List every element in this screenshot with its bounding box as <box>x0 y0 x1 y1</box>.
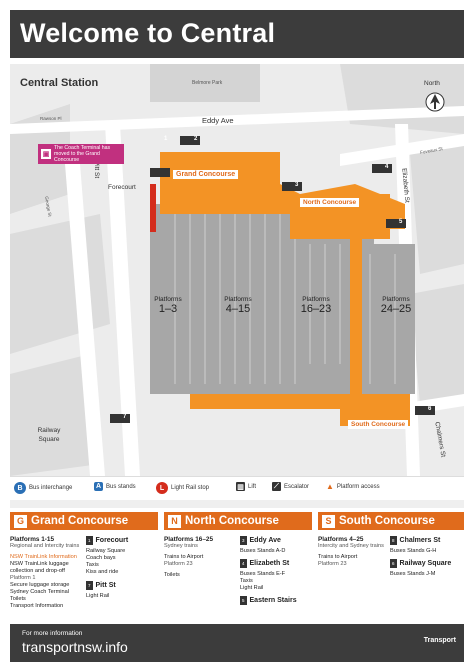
platforms-24-25: Platforms 24–25 <box>380 296 412 315</box>
legend-bus-interchange: B Bus interchange <box>14 482 72 494</box>
light-rail-icon: L <box>156 482 168 494</box>
panel-north-header: N North Concourse <box>164 512 312 530</box>
belmore-park <box>150 64 260 102</box>
coach-notice-text: The Coach Terminal has moved to the Gran… <box>54 145 111 163</box>
legend-bus-stands: A Bus stands <box>94 482 136 491</box>
lift-icon: ▥ <box>236 482 245 491</box>
transport-logo: Transport <box>423 637 456 644</box>
header-bar: Welcome to Central <box>10 10 464 58</box>
exit-7-label: 7 <box>123 414 127 420</box>
rawson-pl-label: Rawson Pl <box>40 116 62 121</box>
eddy-ave-road <box>10 106 464 134</box>
exit-6-label: 6 <box>428 406 432 412</box>
bus-icon: B <box>14 482 26 494</box>
concourse-panels: G Grand Concourse Platforms 1-15 Regiona… <box>10 512 464 622</box>
panel-grand-header: G Grand Concourse <box>10 512 158 530</box>
exit-1-label: 1 <box>164 136 168 142</box>
coach-notice: ▣ The Coach Terminal has moved to the Gr… <box>38 144 124 164</box>
legend-platform-access: ▲ Platform access <box>326 482 380 491</box>
panel-south-info: Platforms 4–25 Intercity and Sydney trai… <box>318 536 384 567</box>
coach-terminal-bar <box>150 184 156 232</box>
panel-north: N North Concourse Platforms 16–25 Sydney… <box>164 512 312 622</box>
pitt-st-road <box>105 124 140 476</box>
exit-5-label: 5 <box>399 219 403 225</box>
platforms-4-15: Platforms 4–15 <box>224 296 252 315</box>
panel-grand: G Grand Concourse Platforms 1-15 Regiona… <box>10 512 158 622</box>
panel-grand-info: Platforms 1-15 Regional and Intercity tr… <box>10 536 80 609</box>
map-canvas <box>10 64 464 476</box>
south-concourse-label: South Concourse <box>348 420 409 429</box>
page-title: Welcome to Central <box>20 18 276 48</box>
forecourt-label: Forecourt <box>108 184 136 191</box>
railway-square-label: Railway Square <box>37 427 61 443</box>
footer: For more information transportnsw.info T… <box>10 624 464 662</box>
grand-concourse-label: Grand Concourse <box>173 170 239 179</box>
platform-access-icon: ▲ <box>326 482 334 491</box>
footer-url-link[interactable]: transportnsw.info <box>22 639 128 655</box>
map-title: Central Station <box>20 77 99 89</box>
platforms-16-23: Platforms 16–23 <box>300 296 332 315</box>
south-concourse-area <box>190 394 410 426</box>
north-label: North <box>424 80 440 87</box>
bus-stand-icon: A <box>94 482 103 491</box>
legend-lift: ▥ Lift <box>236 482 257 491</box>
station-map: Central Station North Belmore Park Eddy … <box>10 64 464 508</box>
panel-south-header: S South Concourse <box>318 512 464 530</box>
legend-light-rail: L Light Rail stop <box>156 482 209 494</box>
exit-3-label: 3 <box>295 182 299 188</box>
legend-escalator: ⟋ Escalator <box>272 482 309 491</box>
exit-4-label: 4 <box>385 164 389 170</box>
belmore-park-label: Belmore Park <box>192 80 223 86</box>
panel-south: S South Concourse Platforms 4–25 Interci… <box>318 512 464 622</box>
platforms-1-3: Platforms 1–3 <box>154 296 182 315</box>
panel-north-info: Platforms 16–25 Sydney trains Trains to … <box>164 536 214 578</box>
escalator-icon: ⟋ <box>272 482 281 491</box>
legend: B Bus interchange A Bus stands L Light R… <box>10 476 464 500</box>
north-concourse-label: North Concourse <box>300 198 360 207</box>
exit-2-label: 2 <box>194 136 198 142</box>
coach-icon: ▣ <box>41 149 51 159</box>
eddy-ave-label: Eddy Ave <box>202 116 234 125</box>
platforms-area <box>150 204 375 394</box>
